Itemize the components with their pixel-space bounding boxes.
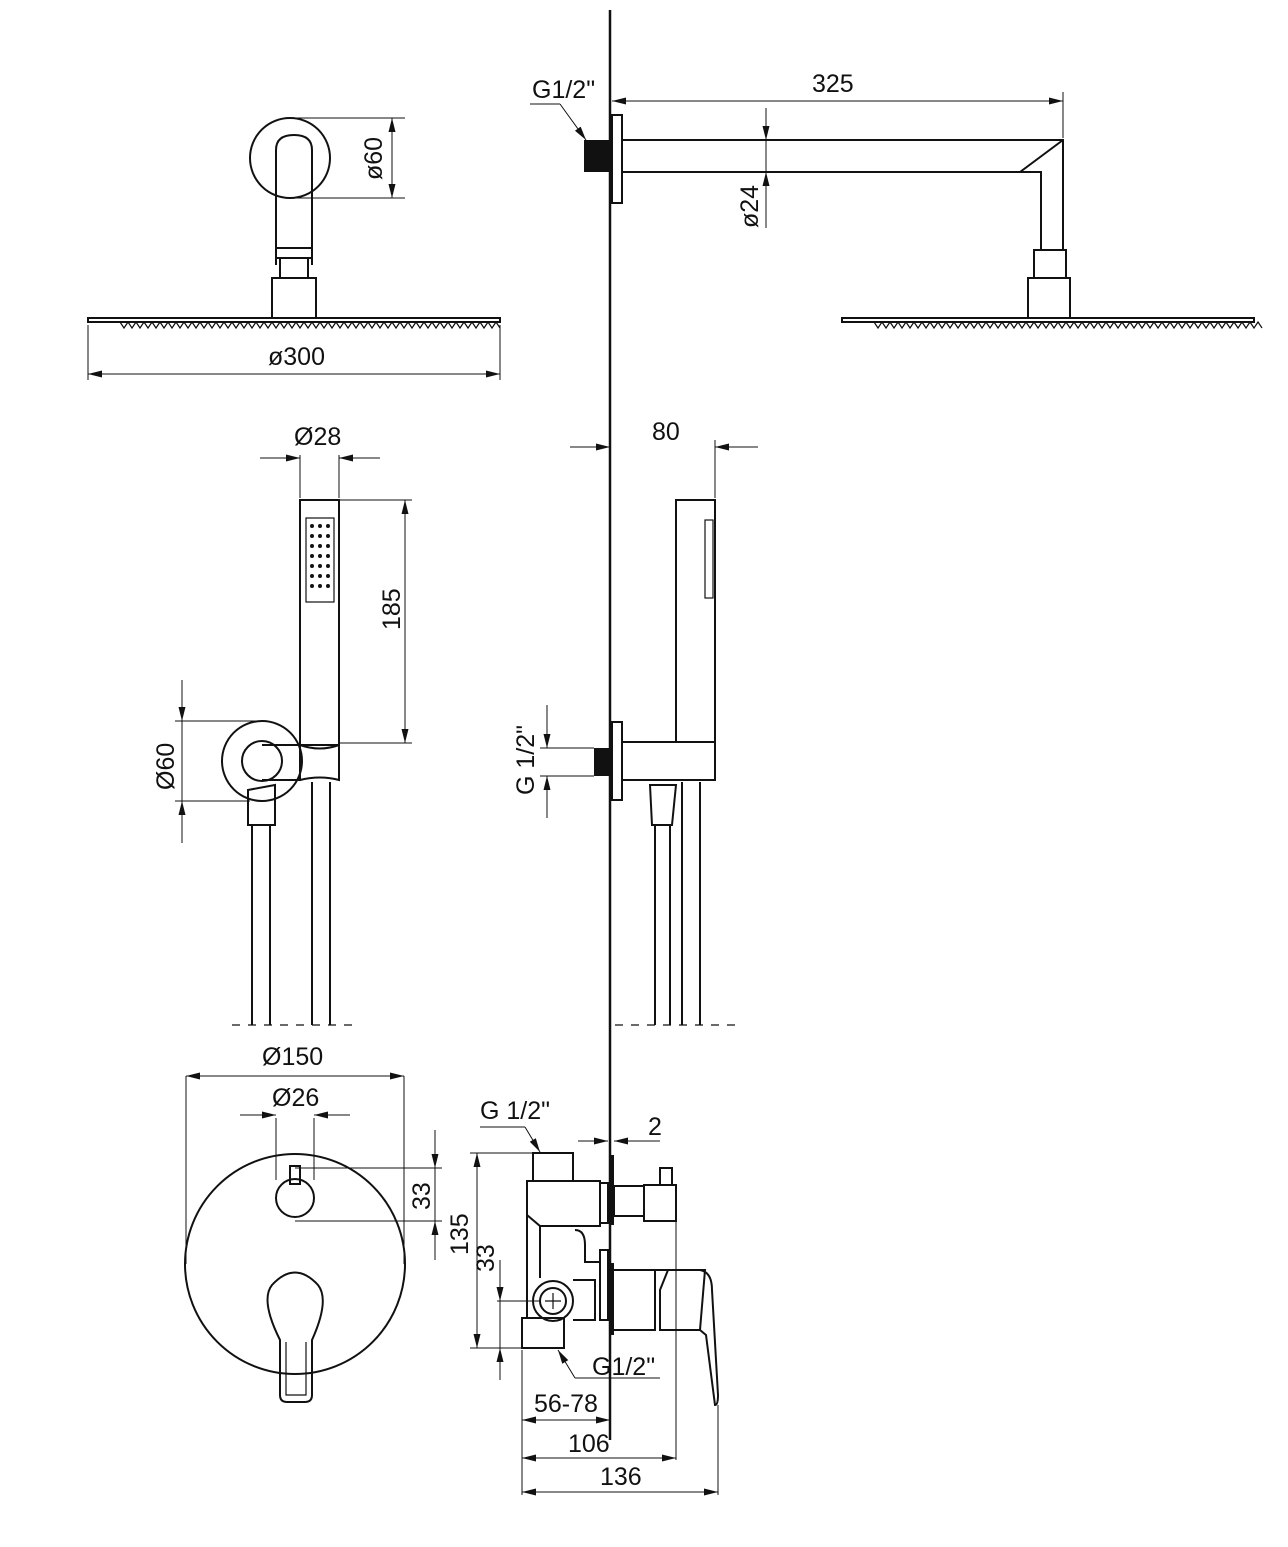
holder-diameter-label: Ø60 bbox=[152, 743, 180, 790]
knob-diameter-label: Ø26 bbox=[272, 1084, 319, 1112]
hand-length-label: 185 bbox=[378, 588, 406, 630]
hand-diameter-label: Ø28 bbox=[294, 423, 341, 451]
plate-diameter-label: Ø150 bbox=[262, 1043, 323, 1071]
holder-thread-label: G 1/2" bbox=[512, 725, 540, 795]
hand-shower-side-view bbox=[540, 440, 758, 1026]
arm-length-label: 325 bbox=[812, 70, 854, 98]
hand-depth-label: 80 bbox=[652, 418, 680, 446]
mixer-side-view bbox=[470, 1126, 720, 1496]
arm-thread-label: G1/2" bbox=[532, 76, 595, 104]
install-depth-label: 56-78 bbox=[534, 1390, 598, 1418]
depth-106-label: 106 bbox=[568, 1430, 610, 1458]
hand-shower-front-view bbox=[175, 454, 412, 1026]
mixer-front-view bbox=[184, 1072, 442, 1403]
arm-diameter-label: ø24 bbox=[736, 185, 764, 228]
outlet-offset-label: 33 bbox=[472, 1244, 500, 1272]
mixer-height-label: 135 bbox=[446, 1213, 474, 1255]
mixer-bottom-thread-label: G1/2" bbox=[592, 1353, 655, 1381]
rosette-diameter-label: ø60 bbox=[360, 137, 388, 180]
mixer-top-thread-label: G 1/2" bbox=[480, 1097, 550, 1125]
depth-136-label: 136 bbox=[600, 1463, 642, 1491]
head-diameter-label: ø300 bbox=[268, 343, 325, 371]
plate-thickness-label: 2 bbox=[648, 1113, 662, 1141]
head-shower-front-view bbox=[87, 117, 501, 380]
head-shower-side-view bbox=[530, 92, 1263, 330]
knob-offset-label: 33 bbox=[408, 1182, 436, 1210]
